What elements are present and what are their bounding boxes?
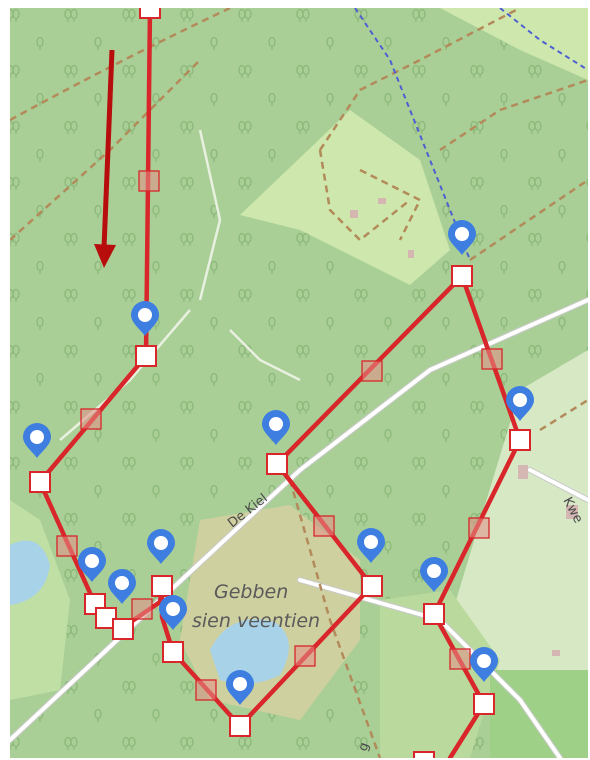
building	[566, 505, 578, 519]
square-node-icon[interactable]	[266, 453, 288, 475]
square-node-icon[interactable]	[135, 345, 157, 367]
square-node-icon[interactable]	[139, 8, 161, 19]
grass-southeast	[380, 590, 500, 758]
square-node-icon[interactable]	[423, 603, 445, 625]
square-midpoint-icon[interactable]	[294, 645, 316, 667]
square-midpoint-icon[interactable]	[56, 535, 78, 557]
map-pin-icon[interactable]	[420, 557, 448, 592]
area-label-gebben: Gebben	[214, 581, 288, 603]
boundary-line-1	[354, 8, 471, 261]
clearing-north	[240, 110, 450, 285]
square-midpoint-icon[interactable]	[80, 408, 102, 430]
square-node-icon[interactable]	[151, 575, 173, 597]
building	[350, 210, 358, 218]
road-kwe[interactable]	[528, 468, 588, 502]
square-node-icon[interactable]	[112, 618, 134, 640]
route-path[interactable]	[37, 8, 523, 758]
track-4	[318, 149, 411, 242]
map-pin-icon[interactable]	[470, 647, 498, 682]
square-node-icon[interactable]	[509, 429, 531, 451]
square-node-icon[interactable]	[229, 715, 251, 737]
track-8	[539, 398, 588, 432]
map-pin-icon[interactable]	[448, 220, 476, 255]
track-1	[10, 8, 231, 122]
pond-west	[10, 540, 50, 605]
building	[408, 250, 414, 258]
track-7	[288, 479, 382, 758]
clearing-top-right	[440, 8, 588, 80]
square-midpoint-icon[interactable]	[449, 648, 471, 670]
footpath-1	[198, 129, 222, 301]
building	[378, 198, 386, 204]
map-pin-icon[interactable]	[23, 423, 51, 458]
map-view[interactable]: Gebben sien veentien De Kiel Kwe g	[10, 8, 588, 758]
waypoint-markers	[23, 220, 534, 705]
building	[552, 650, 560, 656]
square-node-icon[interactable]	[451, 265, 473, 287]
square-midpoint-icon[interactable]	[481, 348, 503, 370]
square-midpoint-icon[interactable]	[361, 360, 383, 382]
road-de-kiel[interactable]	[10, 298, 588, 742]
square-node-icon[interactable]	[473, 693, 495, 715]
square-midpoint-icon[interactable]	[195, 679, 217, 701]
track-9	[359, 168, 422, 241]
pond-gebben	[210, 619, 289, 684]
square-node-icon[interactable]	[413, 751, 435, 758]
square-midpoint-icon[interactable]	[468, 517, 490, 539]
map-pin-icon[interactable]	[78, 547, 106, 582]
square-node-icon[interactable]	[162, 641, 184, 663]
map-pin-icon[interactable]	[108, 569, 136, 604]
farmland-east	[450, 350, 588, 700]
map-pin-icon[interactable]	[159, 595, 187, 630]
map-pin-icon[interactable]	[262, 410, 290, 445]
building	[518, 465, 528, 479]
square-midpoint-icon[interactable]	[131, 598, 153, 620]
map-pin-icon[interactable]	[131, 301, 159, 336]
track-5	[439, 78, 588, 152]
footpath-2	[229, 329, 301, 382]
map-pin-icon[interactable]	[226, 670, 254, 705]
arrow-down-icon	[94, 49, 116, 268]
map-pin-icon[interactable]	[506, 386, 534, 421]
square-midpoint-icon[interactable]	[313, 515, 335, 537]
map-pin-icon[interactable]	[147, 529, 175, 564]
square-midpoint-icon[interactable]	[138, 170, 160, 192]
track-3	[318, 8, 521, 151]
square-node-icon[interactable]	[361, 575, 383, 597]
map-pin-icon[interactable]	[357, 528, 385, 563]
square-node-icon[interactable]	[29, 471, 51, 493]
map-canvas[interactable]: Gebben sien veentien De Kiel Kwe g	[10, 8, 588, 758]
area-label-veentien: sien veentien	[192, 610, 320, 632]
